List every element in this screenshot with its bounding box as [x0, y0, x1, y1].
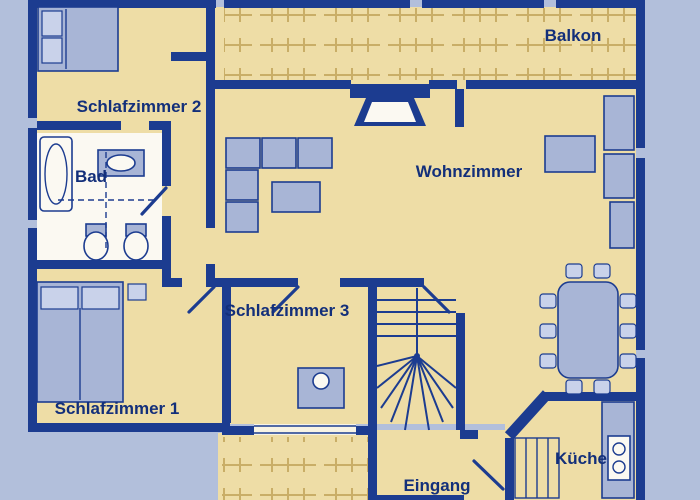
kitchen-shelf: [514, 437, 560, 499]
kitchen-diagonal-wall: [504, 390, 552, 440]
walls: [28, 0, 645, 500]
door-stairs: [422, 285, 451, 314]
bed-schlafzimmer1: [36, 281, 147, 403]
room-labels: Balkon Schlafzimmer 2 Bad Wohnzimmer Sch…: [55, 26, 607, 495]
dining-set: [539, 263, 637, 395]
door-schlafzimmer3: [271, 285, 300, 314]
room-label-bad: Bad: [75, 167, 107, 186]
sideboard: [544, 135, 596, 173]
door-leaves: [140, 186, 505, 491]
room-label-wohnzimmer: Wohnzimmer: [416, 162, 523, 181]
room-label-eingang: Eingang: [403, 476, 470, 495]
room-label-schlafzimmer2: Schlafzimmer 2: [77, 97, 202, 116]
wall-shelving: [603, 95, 635, 249]
toilet: [83, 223, 109, 261]
room-label-balkon: Balkon: [545, 26, 602, 45]
bathtub: [39, 136, 73, 212]
terrace-window: [254, 424, 356, 435]
room-label-schlafzimmer3: Schlafzimmer 3: [225, 301, 350, 320]
door-schlafzimmer1: [187, 285, 216, 314]
tv-unit: [350, 84, 430, 126]
terrace-glazing: [222, 437, 368, 500]
door-entrance: [472, 459, 505, 491]
bathroom-guides: [58, 152, 156, 252]
room-label-kueche: Küche: [555, 449, 607, 468]
room-label-schlafzimmer1: Schlafzimmer 1: [55, 399, 180, 418]
bidet: [123, 223, 149, 261]
door-bad: [140, 186, 168, 216]
bed-schlafzimmer2: [37, 6, 119, 72]
kitchen-counter: [601, 401, 635, 499]
sofa-group: [225, 137, 333, 233]
vanity-schlafzimmer3: [297, 367, 345, 409]
staircase: [376, 288, 457, 431]
entrance-floor: [377, 430, 513, 500]
balcony-glazing: [224, 7, 636, 80]
